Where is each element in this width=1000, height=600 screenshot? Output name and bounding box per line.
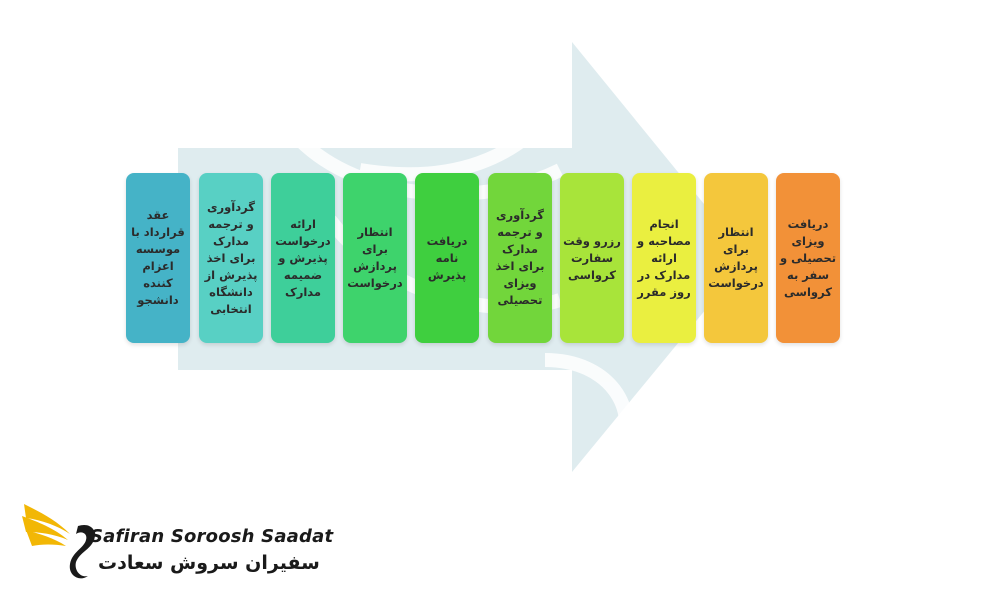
logo-name-fa: سفیران سروش سعادت [98, 552, 320, 574]
step-wait-processing: انتظار برای پردازش درخواست [343, 173, 407, 343]
step-submit-application: ارائه درخواست پذیرش و ضمیمه مدارک [271, 173, 335, 343]
step-receive-admission: دریافت نامه پذیرش [415, 173, 479, 343]
step-contract: عقد قرارداد با موسسه اعزام کننده دانشجو [126, 173, 190, 343]
step-label: دریافت نامه پذیرش [426, 233, 468, 282]
step-embassy-appointment: رزرو وقت سفارت کرواسی [560, 173, 624, 343]
step-interview: انجام مصاحبه و ارائه مدارک در روز مقرر [632, 173, 696, 343]
step-wait-visa-processing: انتظار برای پردازش درخواست [704, 173, 768, 343]
step-receive-visa: دریافت ویزای تحصیلی و سفر به کرواسی [776, 173, 840, 343]
step-collect-visa-docs: گردآوری و ترجمه مدارک برای اخذ ویزای تحص… [488, 173, 552, 343]
step-collect-translate-admission-docs: گردآوری و ترجمه مدارک برای اخذ پذیرش از … [199, 173, 263, 343]
step-label: عقد قرارداد با موسسه اعزام کننده دانشجو [131, 208, 185, 307]
step-label: گردآوری و ترجمه مدارک برای اخذ ویزای تحص… [495, 208, 545, 307]
step-label: انتظار برای پردازش درخواست [708, 225, 764, 290]
step-label: انجام مصاحبه و ارائه مدارک در روز مقرر [637, 216, 691, 299]
company-logo: Safiran Soroosh Saadat سفیران سروش سعادت [18, 496, 333, 586]
step-label: ارائه درخواست پذیرش و ضمیمه مدارک [275, 216, 331, 299]
step-label: انتظار برای پردازش درخواست [347, 225, 403, 290]
step-label: گردآوری و ترجمه مدارک برای اخذ پذیرش از … [204, 199, 258, 316]
logo-name-en: Safiran Soroosh Saadat [90, 526, 334, 547]
step-label: رزرو وقت سفارت کرواسی [563, 233, 621, 282]
step-label: دریافت ویزای تحصیلی و سفر به کرواسی [779, 216, 837, 299]
phoenix-icon [22, 504, 96, 579]
